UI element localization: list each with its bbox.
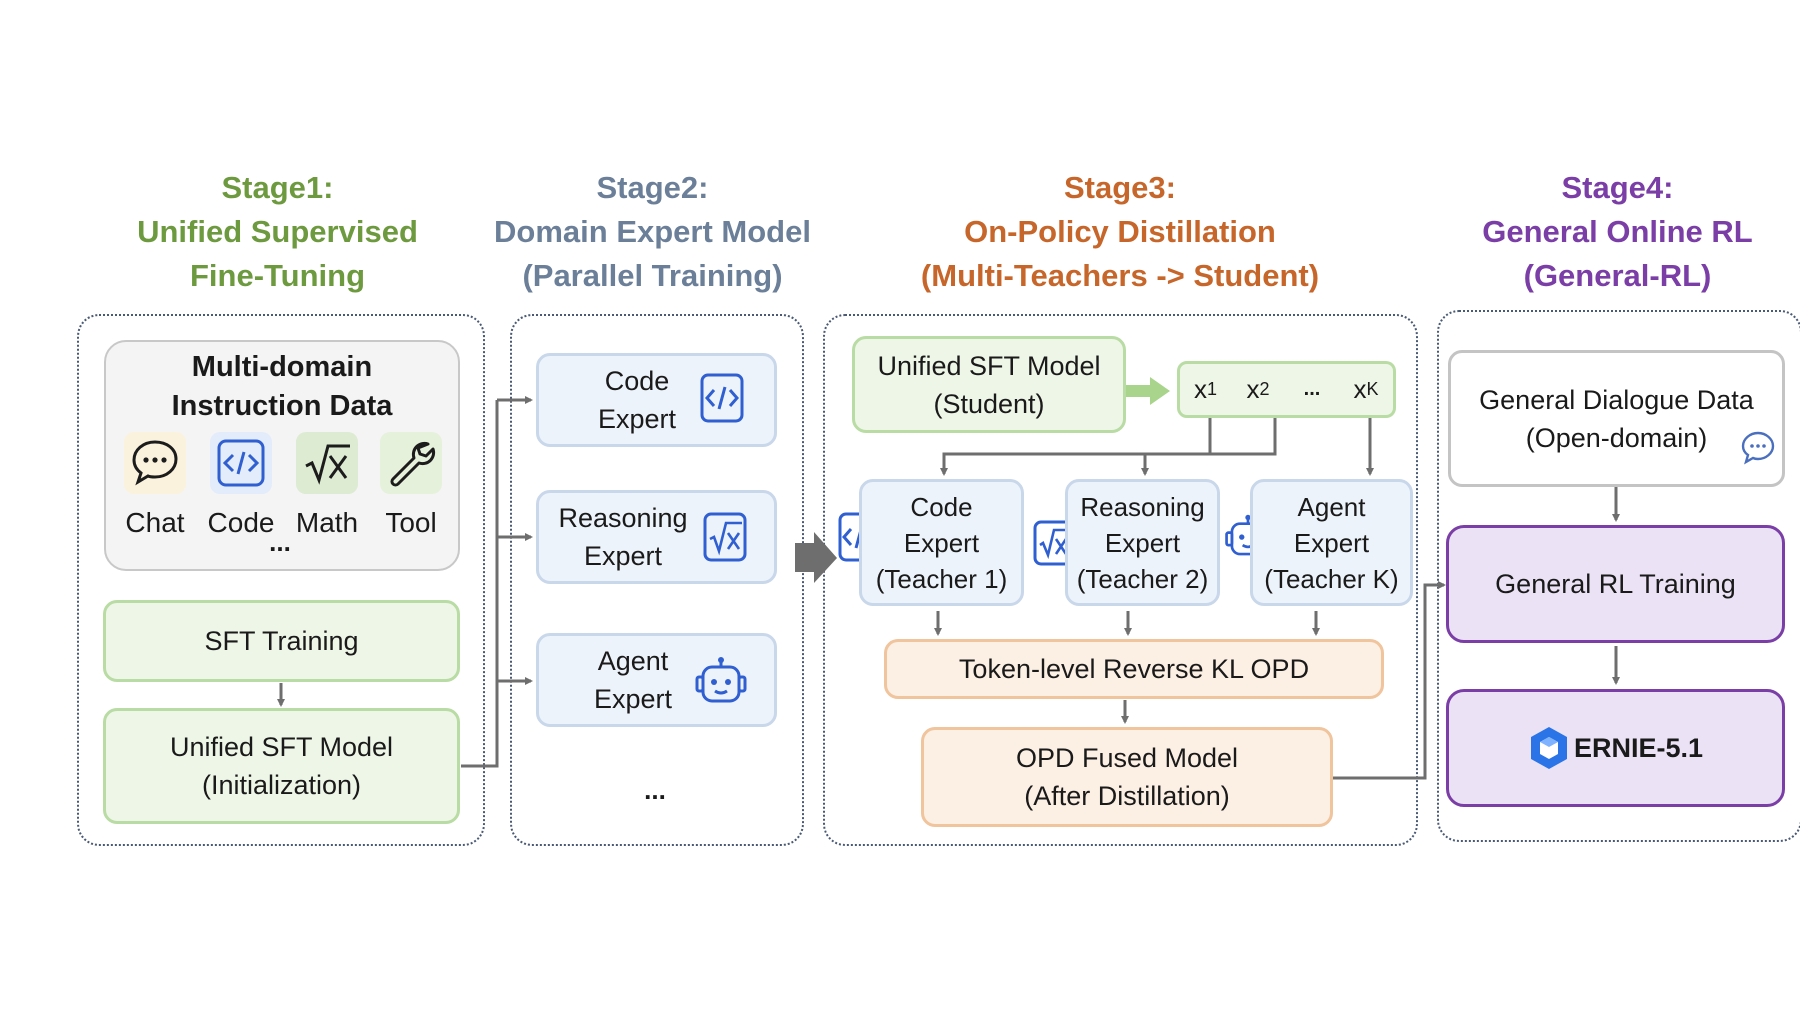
wrench-icon	[380, 432, 442, 494]
sft-training-box: SFT Training	[103, 600, 460, 682]
opd-box: Token-level Reverse KL OPD	[884, 639, 1384, 699]
stage1-panel	[77, 314, 485, 846]
code-icon	[697, 370, 747, 426]
fused-model-box: OPD Fused Model (After Distillation)	[921, 727, 1333, 827]
stage3-panel	[823, 314, 1418, 846]
dialogue-data-line1: General Dialogue Data	[1479, 384, 1754, 415]
sqrt-x-icon	[296, 432, 358, 494]
stage2-more: ...	[644, 775, 666, 805]
domain-label-code: Code	[207, 507, 275, 538]
opd-label: Token-level Reverse KL OPD	[958, 654, 1310, 684]
stage3-label: Stage3:	[1064, 170, 1176, 205]
arrow-x2-to-teacher2	[1141, 418, 1277, 476]
stage4-subname: (General-RL)	[1523, 258, 1712, 293]
arrow-stage2-to-stage3	[795, 532, 837, 583]
teacherk-box: Agent Expert (Teacher K)	[1250, 479, 1413, 606]
arrow-student-to-tokens	[1126, 377, 1170, 405]
domain-label-tool: Tool	[385, 507, 437, 538]
unified-sft-model-line1: Unified SFT Model	[169, 732, 394, 762]
stage2-subname: (Parallel Training)	[522, 258, 783, 293]
unified-sft-model-line2: (Initialization)	[201, 770, 362, 800]
reasoning-expert-line2: Expert	[583, 541, 663, 571]
fused-model-line2: (After Distillation)	[1024, 781, 1230, 811]
teacherk-line2: Expert	[1293, 527, 1370, 558]
code-expert-line2: Expert	[597, 404, 677, 434]
teacher1-line2: Expert	[903, 527, 980, 558]
dialogue-data-box: General Dialogue Data (Open-domain)	[1448, 350, 1785, 487]
teacherk-line1: Agent	[1297, 491, 1366, 522]
teacher1-line1: Code	[910, 491, 973, 522]
teacher2-line1: Reasoning	[1080, 491, 1205, 522]
code-expert-line1: Code	[604, 366, 670, 396]
general-rl-training-box: General RL Training	[1446, 525, 1785, 643]
stage2-title: Stage2: Domain Expert Model (Parallel Tr…	[460, 166, 845, 298]
sqrt-x-icon	[701, 510, 749, 564]
teacher2-line2: Expert	[1104, 527, 1181, 558]
sft-training-label: SFT Training	[204, 626, 359, 656]
general-rl-training-label: General RL Training	[1495, 569, 1736, 599]
stage3-title: Stage3: On-Policy Distillation (Multi-Te…	[860, 166, 1380, 298]
reasoning-expert-line1: Reasoning	[558, 503, 688, 533]
unified-sft-model-init-box: Unified SFT Model (Initialization)	[103, 708, 460, 824]
stage2-name: Domain Expert Model	[494, 214, 811, 249]
student-model-line2: (Student)	[933, 388, 1045, 419]
agent-expert-line2: Expert	[593, 684, 673, 714]
stage1-name: Unified Supervised	[137, 214, 418, 249]
agent-expert-line1: Agent	[597, 646, 669, 676]
teacher1-line3: (Teacher 1)	[875, 563, 1008, 594]
ernie-model-box: ERNIE-5.1	[1446, 689, 1785, 807]
code-icon	[210, 432, 272, 494]
student-model-box: Unified SFT Model (Student)	[852, 336, 1126, 433]
stage4-title: Stage4: General Online RL (General-RL)	[1440, 166, 1795, 298]
stage3-subname: (Multi-Teachers -> Student)	[920, 258, 1320, 293]
stage1-subname: Fine-Tuning	[189, 258, 366, 293]
stage2-panel	[510, 314, 804, 846]
arrow-fused-to-rl	[1333, 581, 1446, 780]
stage3-name: On-Policy Distillation	[964, 214, 1276, 249]
ernie-logo-icon	[1528, 725, 1570, 771]
robot-icon	[692, 654, 750, 712]
agent-expert-box: Agent Expert	[536, 633, 777, 727]
fused-model-line1: OPD Fused Model	[1015, 743, 1239, 773]
ernie-model-label: ERNIE-5.1	[1573, 733, 1704, 763]
arrow-x1-to-teacher1	[940, 418, 1212, 476]
token-ellipsis: ...	[1285, 361, 1342, 418]
stage1-title: Stage1: Unified Supervised Fine-Tuning	[70, 166, 485, 298]
arrow-model-to-experts	[461, 400, 499, 768]
teacher2-box: Reasoning Expert (Teacher 2)	[1065, 479, 1220, 606]
chat-bubble-icon	[1738, 428, 1778, 468]
dialogue-data-line2: (Open-domain)	[1525, 422, 1708, 453]
stage1-label: Stage1:	[221, 170, 334, 205]
domain-more: ...	[269, 527, 291, 557]
stage2-label: Stage2:	[596, 170, 709, 205]
teacherk-line3: (Teacher K)	[1264, 563, 1399, 594]
domain-label-math: Math	[295, 507, 359, 538]
domain-label-chat: Chat	[125, 507, 185, 538]
teacher2-line3: (Teacher 2)	[1076, 563, 1209, 594]
stage4-name: General Online RL	[1482, 214, 1753, 249]
chat-bubble-icon	[124, 432, 186, 494]
teacher1-box: Code Expert (Teacher 1)	[859, 479, 1024, 606]
stage4-panel	[1437, 310, 1800, 842]
instruction-data-title: Multi-domain Instruction Data	[171, 351, 393, 422]
stage4-label: Stage4:	[1561, 170, 1674, 205]
student-model-line1: Unified SFT Model	[877, 350, 1101, 381]
